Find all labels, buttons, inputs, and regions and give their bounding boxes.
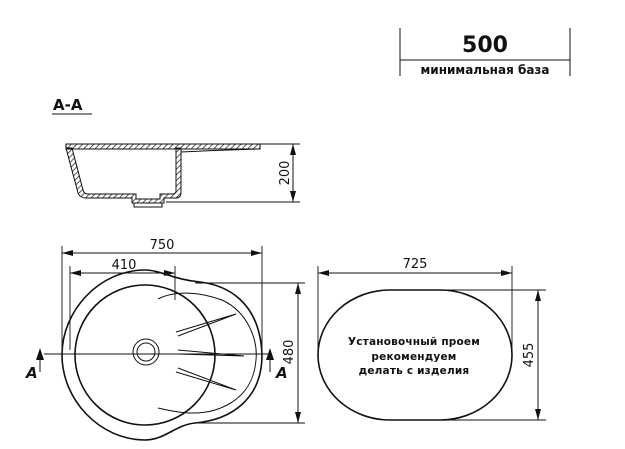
cutout-note-line-1: Установочный проем (348, 336, 480, 348)
drain-outer (132, 338, 160, 366)
drainboard (157, 292, 257, 414)
width-dim: 750 (150, 238, 175, 253)
section-title: А-А (53, 96, 83, 114)
cutout-note-line-2: рекомендуем (371, 351, 456, 363)
cutout-height-dim: 455 (522, 343, 537, 368)
drain-inner (136, 342, 156, 362)
groove-top (175, 313, 237, 337)
minimum-base-box: 500 минимальная база (399, 28, 571, 77)
cut-marker-left: А (25, 364, 38, 382)
groove-middle (177, 349, 245, 357)
cutout-width-dim: 725 (403, 257, 428, 272)
bowl-dim: 410 (112, 258, 137, 273)
sink-top-view: А А 750 410 480 (25, 238, 305, 441)
section-height-dim: 200 (278, 161, 293, 186)
base-value: 500 (462, 33, 508, 58)
sink-outer-contour (61, 269, 263, 441)
cut-marker-right: А (275, 364, 288, 382)
section-drainboard (180, 148, 259, 153)
base-label: минимальная база (420, 63, 549, 77)
height-dim: 480 (282, 340, 297, 365)
cutout-view: 725 455 Установочный проем рекомендуем д… (317, 257, 546, 421)
section-drain (133, 203, 163, 208)
groove-bottom (175, 367, 237, 391)
section-view: А-А 200 (52, 96, 300, 208)
section-rim (65, 143, 261, 150)
section-bowl-profile (65, 147, 182, 204)
cutout-note-line-3: делать с изделия (359, 365, 470, 377)
bowl (74, 284, 216, 426)
